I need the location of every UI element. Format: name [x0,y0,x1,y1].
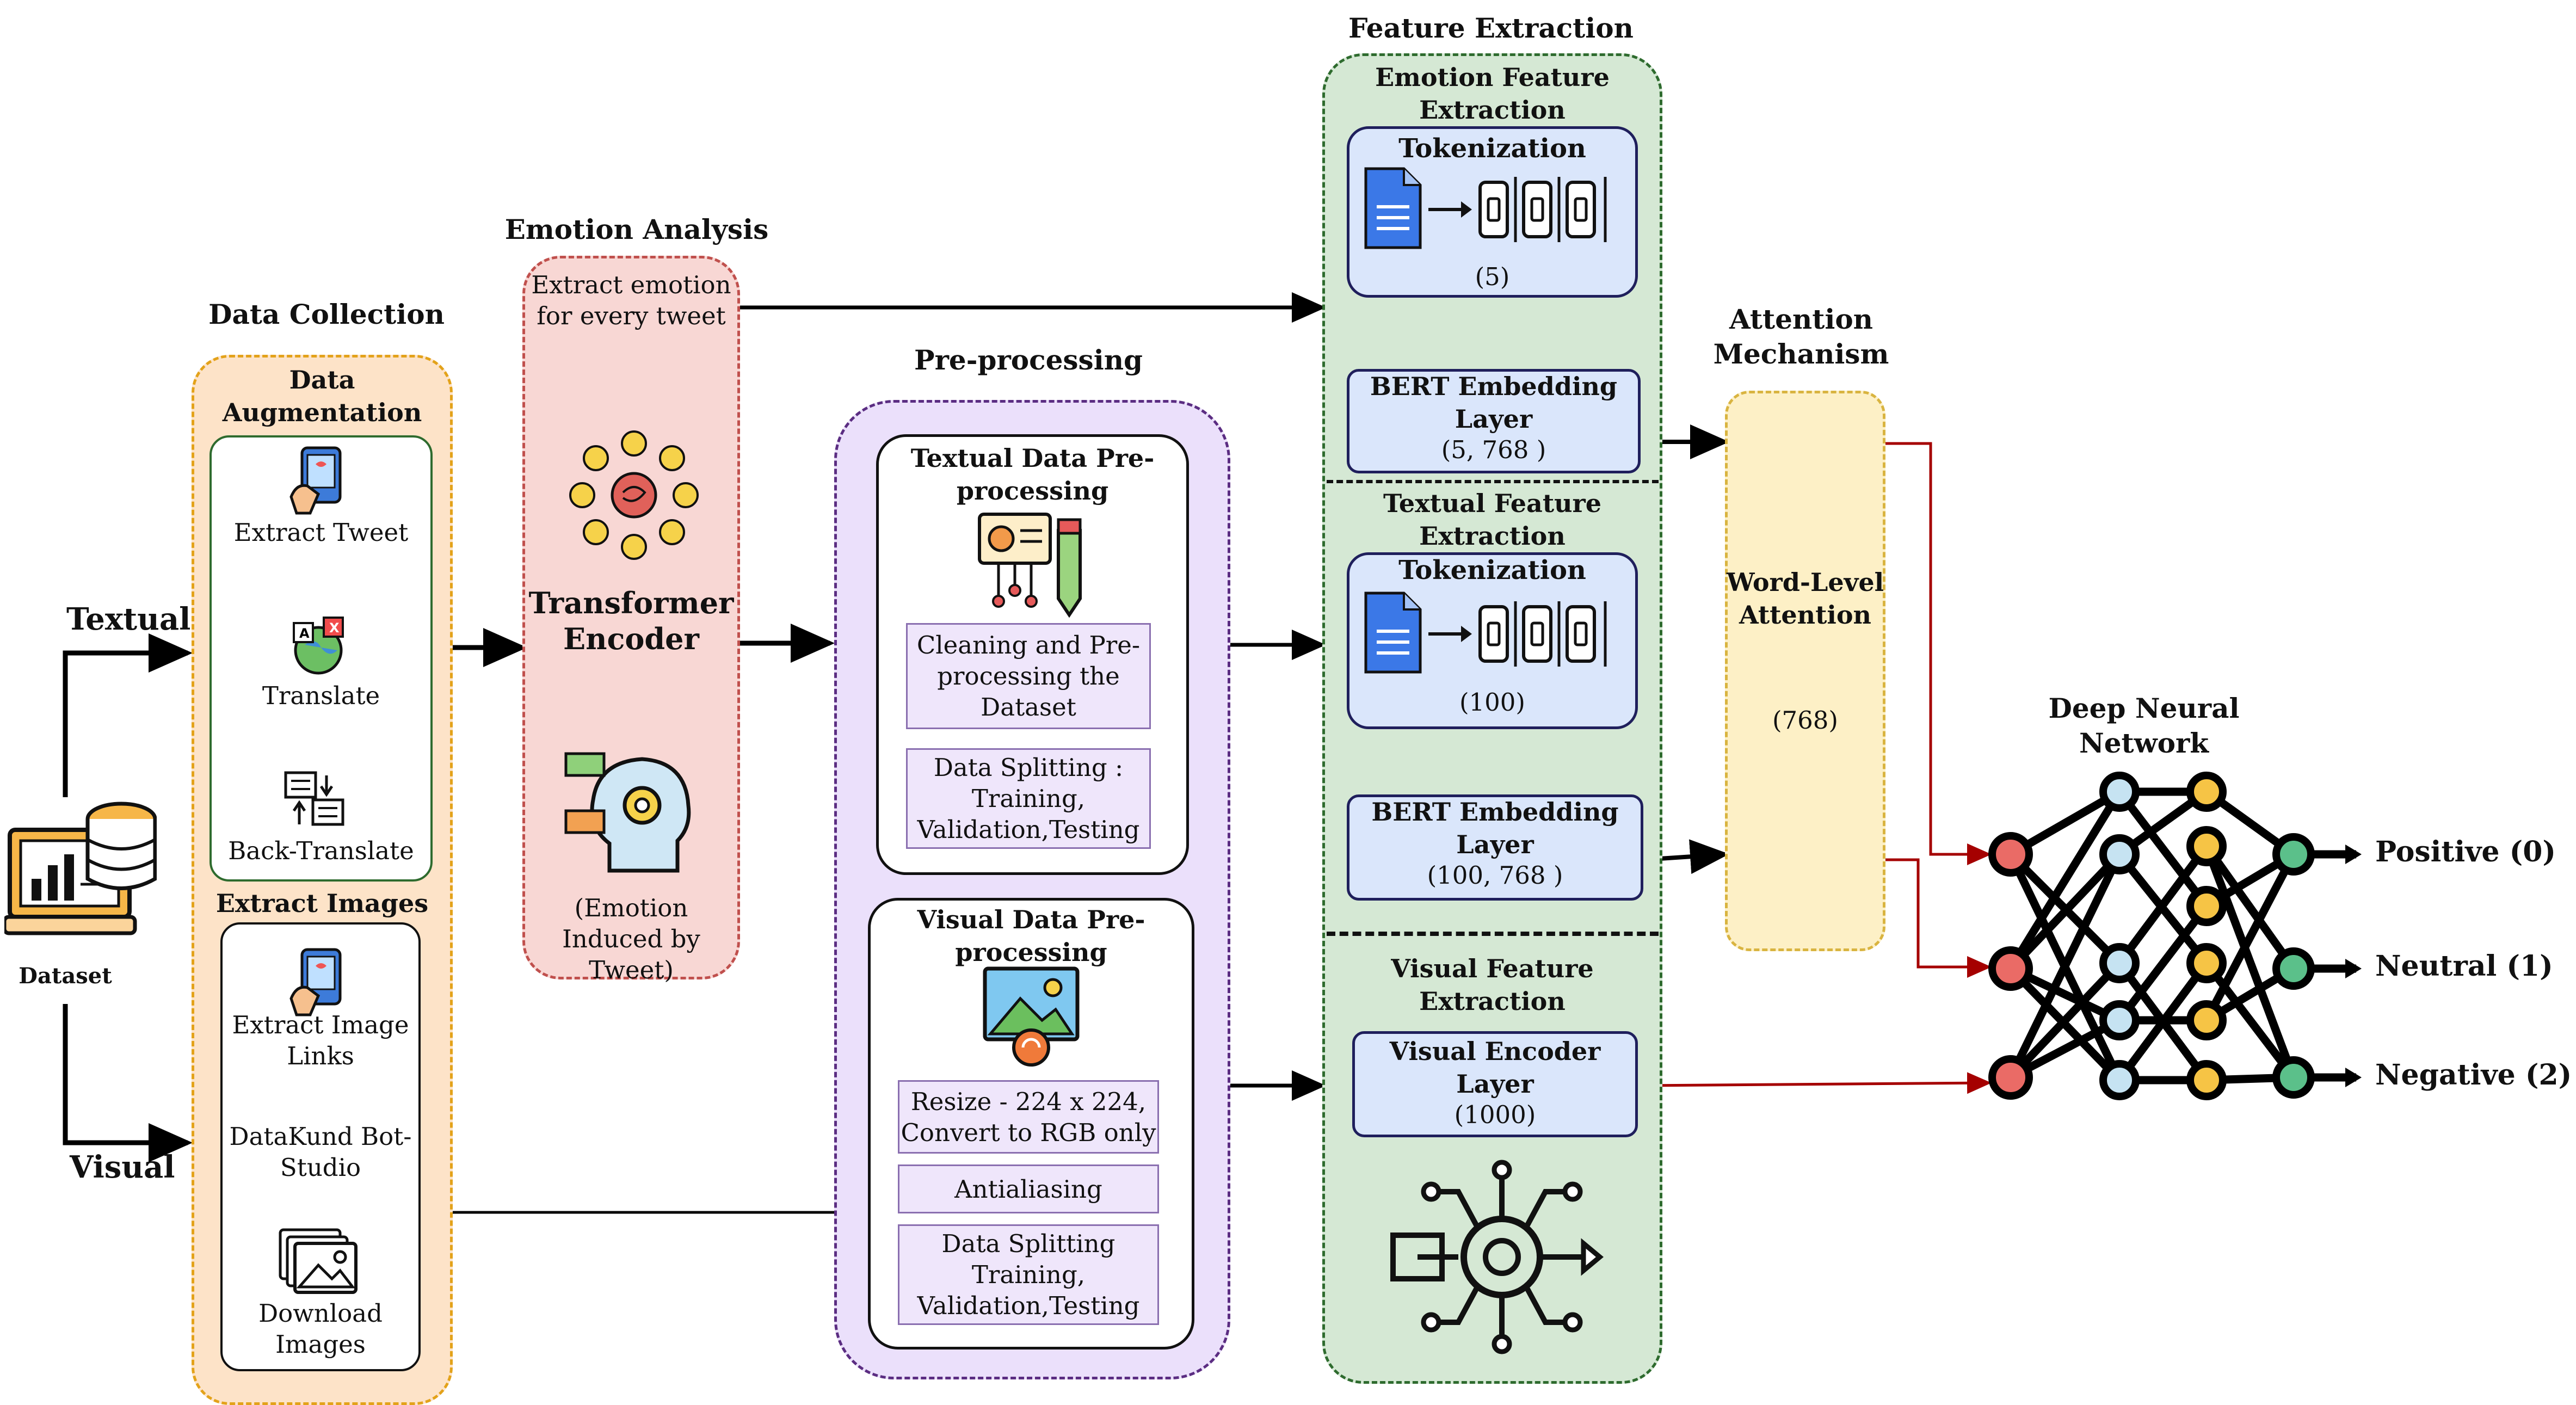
bert-title-2: BERT Embedding Layer [1371,797,1619,859]
download-images-label: Download Images [258,1299,383,1359]
back-translate-icon [283,770,348,830]
cleaning-step: Cleaning and Pre-processing the Dataset [906,623,1151,729]
visual-encoder-box [1352,1031,1638,1137]
dnn-title: Deep Neural Network [2048,692,2240,759]
svg-text:A: A [299,626,310,641]
visual-splitting-step: Data Splitting Training, Validation,Test… [898,1224,1159,1325]
emotion-faces-icon [569,430,699,560]
emotion-analysis-title: Emotion Analysis [504,213,769,245]
bert-box-2 [1347,794,1643,901]
textual-feature-title: Textual Feature Extraction [1383,489,1602,551]
bert-dim-1: (5, 768 ) [1441,435,1546,464]
transformer-encoder-label: Transformer Encoder [528,586,734,656]
phone-link-icon [286,947,351,1018]
antialiasing-step: Antialiasing [898,1164,1159,1213]
visual-encoder-title: Visual Encoder Layer [1389,1037,1601,1099]
extract-image-links-label: Extract Image Links [232,1010,409,1070]
extract-images-title: Extract Images [215,889,429,918]
data-collection-title: Data Collection [208,298,445,330]
output-positive: Positive (0) [2375,835,2556,868]
dataset-label: Dataset [19,963,112,989]
augmentation-title: Data Augmentation [222,365,422,427]
emotion-feature-title: Emotion Feature Extraction [1375,63,1610,125]
token-document-icon-2 [1358,588,1630,680]
emotion-induced-label: (Emotion Induced by Tweet) [562,893,700,984]
extract-tweet-label: Extract Tweet [233,518,409,547]
translate-label: Translate [262,681,380,710]
tokenization-title-1: Tokenization [1398,133,1586,164]
visual-feature-title: Visual Feature Extraction [1391,954,1594,1016]
datakund-label: DataKund Bot-Studio [229,1122,412,1182]
tok-dim-1: (5) [1475,262,1510,291]
attention-panel [1725,391,1885,951]
preprocessing-title: Pre-processing [914,344,1143,376]
dataset-textual-arrow [63,633,193,797]
feature-extraction-title: Feature Extraction [1348,12,1634,44]
output-neutral: Neutral (1) [2375,950,2553,983]
word-level-attention-label: Word-Level Attention [1726,568,1884,630]
bert-title-1: BERT Embedding Layer [1370,372,1618,434]
data-processing-icon [977,509,1091,618]
visual-preprocessing-title: Visual Data Pre-processing [917,905,1145,967]
neural-network-diagram [1981,762,2362,1154]
phone-tap-icon [286,445,351,516]
back-translate-label: Back-Translate [228,836,414,865]
output-negative: Negative (2) [2375,1058,2572,1092]
dataset-visual-arrow [63,1004,193,1162]
tok-dim-2: (100) [1459,688,1525,717]
visual-encoder-to-dnn-arrow [1637,1072,1992,1094]
bert-box-1 [1347,369,1641,473]
resize-step: Resize - 224 x 224, Convert to RGB only [898,1080,1159,1154]
token-document-icon-1 [1358,163,1630,256]
attention-to-dnn-top-arrow [1885,442,1992,865]
tokenization-title-2: Tokenization [1398,555,1586,586]
bert-dim-2: (100, 768 ) [1427,861,1563,890]
dataset-icon [2,797,157,955]
textual-label: Textual [66,601,191,637]
textual-preprocessing-title: Textual Data Pre-processing [910,443,1155,506]
attention-dim: (768) [1772,706,1838,735]
visual-label: Visual [70,1149,175,1185]
image-gallery-icon [278,1227,359,1295]
svg-text:X: X [329,620,340,636]
neural-encoder-icon [1377,1154,1605,1360]
extract-emotion-label: Extract emotion for every tweet [531,270,731,330]
head-gear-icon [560,745,702,876]
textual-visual-divider [1327,932,1659,936]
image-refresh-icon [982,966,1080,1069]
attention-to-dnn-mid-arrow [1885,858,1992,978]
text-splitting-step: Data Splitting : Training, Validation,Te… [906,748,1151,849]
visual-dim: (1000) [1454,1100,1536,1129]
emotion-textual-divider [1327,480,1659,483]
attention-mechanism-title: Attention Mechanism [1713,303,1889,370]
